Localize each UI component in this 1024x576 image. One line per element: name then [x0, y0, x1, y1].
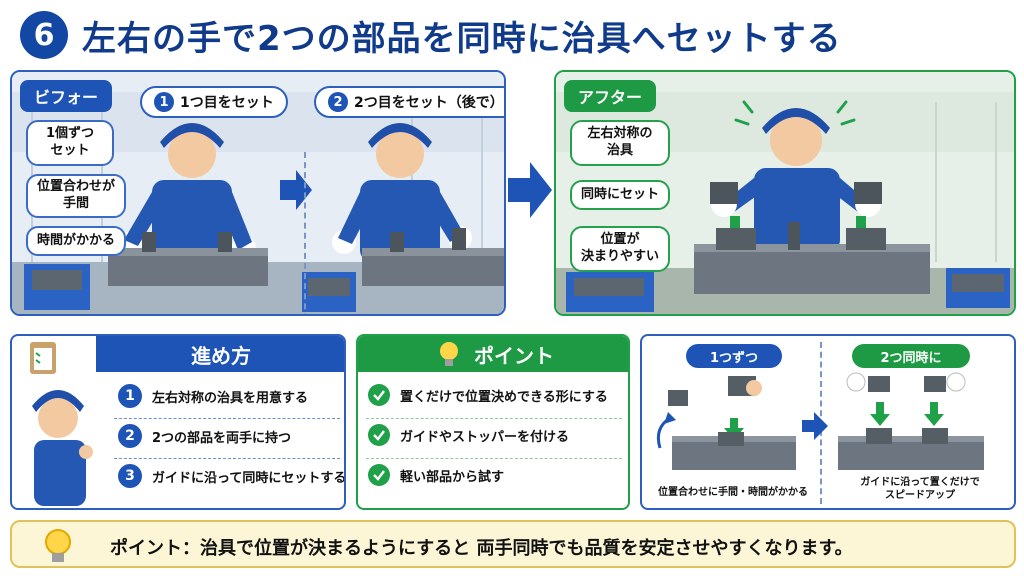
after-bubble-2: 同時にセット: [570, 180, 670, 210]
step-2-number: 2: [328, 92, 348, 112]
point-item-3: 軽い部品から試す: [368, 464, 504, 486]
method-item-2-number: 2: [118, 424, 142, 448]
before-bubble-3: 時間がかかる: [26, 226, 126, 256]
compare-right-label: 2つ同時に: [852, 344, 970, 368]
worker-after: [710, 108, 882, 252]
check-icon: [368, 464, 390, 486]
point-banner: ポイント：治具で位置が決まるようにすると 両手同時でも品質を安定させやすくなりま…: [10, 520, 1016, 568]
method-item-3-number: 3: [118, 464, 142, 488]
after-bubble-3: 位置が 決まりやすい: [570, 226, 670, 272]
before-panel: ビフォー 1 1つ目をセット 2 2つ目をセット（後で） 1個ずつ セット 位置…: [10, 70, 506, 316]
after-panel: アフター 左右対称の 治具 同時にセット 位置が 決まりやすい: [554, 70, 1016, 316]
lightbulb-icon: [440, 342, 458, 366]
point-box: ポイント 置くだけで位置決めできる形にする ガイドやストッパーを付ける 軽い部品…: [356, 334, 630, 510]
before-step-1: 1 1つ目をセット: [140, 86, 288, 118]
before-after-arrow-icon: [508, 162, 552, 218]
jig-left: [108, 232, 268, 286]
compare-box: 1つずつ 2つ同時に 位置合わせ: [640, 334, 1016, 510]
check-icon: [368, 384, 390, 406]
method-item-2: 2 2つの部品を両手に持つ: [118, 424, 291, 448]
before-tag: ビフォー: [20, 80, 113, 112]
step-1-label: 1つ目をセット: [180, 95, 274, 111]
point-header-text: ポイント: [474, 343, 554, 368]
point-item-1-text: 置くだけで位置決めできる形にする: [400, 389, 608, 405]
step-2-label: 2つ目をセット（後で）: [354, 95, 504, 111]
title-number-badge: 6: [20, 11, 68, 59]
method-item-3: 3 ガイドに沿って同時にセットする: [118, 464, 346, 488]
method-separator: [114, 458, 340, 459]
banner-text: ポイント：治具で位置が決まるようにすると 両手同時でも品質を安定させやすくなりま…: [110, 538, 853, 559]
symmetric-jig: [694, 222, 930, 294]
point-separator: [366, 458, 622, 459]
method-item-1-number: 1: [118, 384, 142, 408]
point-item-2-text: ガイドやストッパーを付ける: [400, 429, 570, 445]
jig-right: [362, 228, 504, 286]
compare-illustration: [656, 372, 984, 470]
before-bubble-1: 1個ずつ セット: [26, 120, 114, 166]
point-separator: [366, 418, 622, 419]
after-bubble-1: 左右対称の 治具: [570, 120, 670, 166]
point-item-1: 置くだけで位置決めできる形にする: [368, 384, 608, 406]
compare-left-label: 1つずつ: [686, 344, 782, 368]
method-item-2-text: 2つの部品を両手に持つ: [152, 430, 292, 446]
point-item-3-text: 軽い部品から試す: [400, 469, 505, 485]
method-worker-illustration: [30, 342, 93, 506]
method-item-1-text: 左右対称の治具を用意する: [152, 390, 309, 406]
check-icon: [368, 424, 390, 446]
before-bubble-2: 位置合わせが 手間: [26, 174, 126, 218]
point-item-2: ガイドやストッパーを付ける: [368, 424, 569, 446]
method-box: 進め方 1 左右対称の治具を用意する 2 2つの部品を両手に持つ 3 ガイドに沿…: [10, 334, 346, 510]
lightbulb-icon: [45, 529, 71, 562]
method-item-3-text: ガイドに沿って同時にセットする: [152, 470, 346, 486]
method-separator: [114, 418, 340, 419]
after-tag: アフター: [564, 80, 657, 112]
compare-left-caption: 位置合わせに手間・時間がかかる: [658, 487, 808, 498]
method-header: 進め方: [96, 336, 344, 372]
compare-right-caption: ガイドに沿って置くだけで スピードアップ: [860, 477, 980, 501]
method-item-1: 1 左右対称の治具を用意する: [118, 384, 308, 408]
page-title: 左右の手で2つの部品を同時に治具へセットする: [82, 18, 842, 59]
before-step-2: 2 2つ目をセット（後で）: [314, 86, 504, 118]
step-1-number: 1: [154, 92, 174, 112]
point-header: ポイント: [358, 336, 628, 372]
before-divider: [304, 152, 306, 314]
title-row: 6 左右の手で2つの部品を同時に治具へセットする: [20, 8, 842, 62]
